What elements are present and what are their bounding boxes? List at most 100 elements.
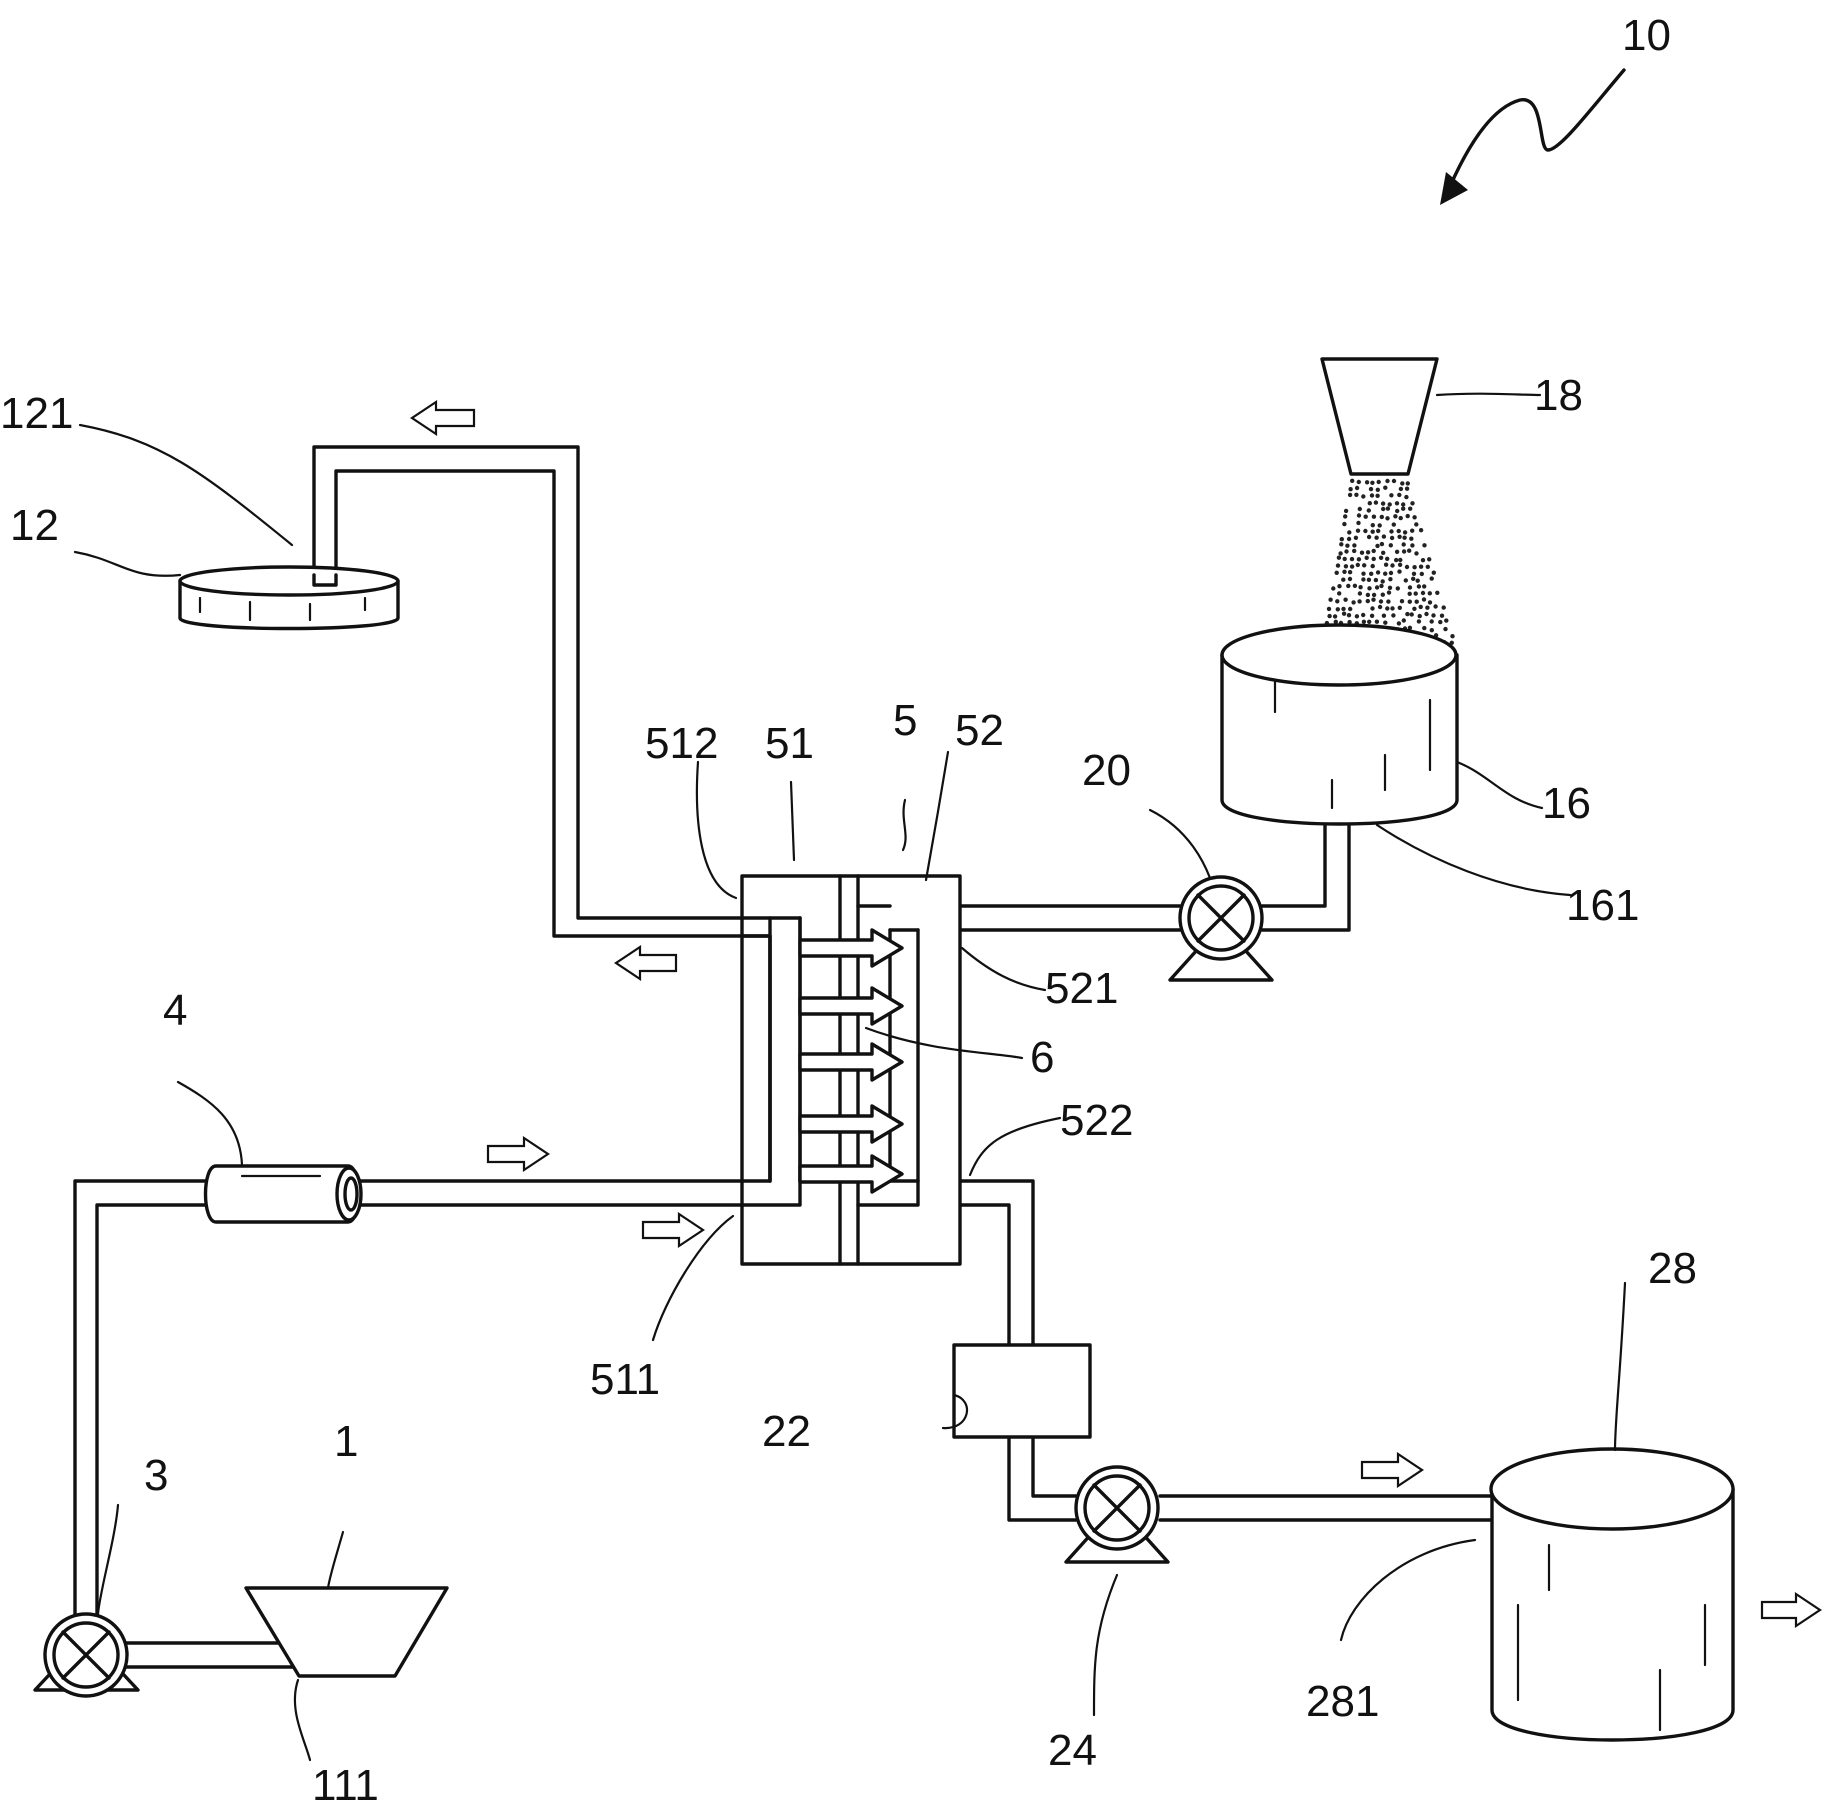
powder-particle [1412, 565, 1417, 570]
powder-particle [1366, 508, 1372, 513]
powder-particle [1416, 584, 1422, 589]
tank1-to-pump3-pipe [116, 1641, 300, 1669]
label-22: 22 [762, 1407, 811, 1456]
powder-particle [1398, 486, 1404, 492]
powder-particle [1415, 578, 1420, 583]
powder-particle [1344, 549, 1349, 554]
powder-particle [1379, 514, 1385, 520]
label-121: 121 [0, 389, 73, 438]
label-512: 512 [645, 719, 718, 768]
powder-particle [1438, 619, 1443, 625]
powder-particle [1364, 555, 1369, 560]
figure-reference-arrow [1440, 68, 1626, 205]
powder-particle [1441, 605, 1446, 610]
powder-particle [1361, 619, 1367, 624]
powder-particle [1339, 537, 1345, 542]
powder-particle [1450, 634, 1455, 639]
label-24: 24 [1048, 1726, 1097, 1775]
flow-arrow-left-icon [410, 399, 476, 437]
powder-particle [1365, 592, 1371, 598]
powder-particle [1357, 599, 1362, 604]
powder-particle [1331, 586, 1336, 591]
powder-particle [1407, 548, 1412, 553]
label-16: 16 [1542, 779, 1591, 828]
powder-particle [1369, 613, 1375, 618]
powder-particle [1341, 577, 1346, 582]
filter-4 [203, 1164, 363, 1224]
powder-particle [1335, 599, 1340, 604]
powder-particle [1375, 493, 1380, 498]
powder-particle [1371, 597, 1376, 602]
powder-particle [1390, 563, 1395, 568]
flow-arrow-right-icon [486, 1135, 550, 1173]
powder-particle [1356, 520, 1361, 526]
powder-particle [1443, 626, 1448, 632]
powder-particle [1381, 550, 1386, 555]
powder-particle [1370, 523, 1376, 528]
powder-particle [1397, 605, 1403, 610]
powder-particle [1352, 543, 1357, 548]
powder-particle [1385, 478, 1390, 484]
powder-particle [1391, 522, 1397, 527]
label-28: 28 [1648, 1244, 1697, 1293]
powder-particle [1370, 563, 1375, 569]
powder-particle [1410, 528, 1415, 533]
powder-particle [1370, 606, 1375, 611]
powder-particle [1418, 564, 1424, 569]
powder-particle [1414, 551, 1419, 556]
powder-particle [1424, 611, 1429, 617]
flow-arrow-left-icon [614, 944, 678, 982]
powder-particle [1380, 579, 1385, 584]
powder-particle [1420, 558, 1426, 563]
powder-particle [1389, 493, 1394, 498]
powder-particle [1354, 492, 1359, 497]
powder-particle [1444, 618, 1449, 623]
powder-particle [1387, 585, 1393, 590]
powder-particle [1397, 569, 1402, 574]
powder-particle [1343, 564, 1349, 569]
powder-particle [1407, 599, 1413, 604]
powder-particle [1431, 570, 1437, 575]
powder-particle [1342, 556, 1347, 562]
powder-particle [1427, 591, 1433, 596]
powder-particle [1341, 611, 1347, 616]
powder-particle [1429, 576, 1434, 581]
powder-particle [1357, 506, 1363, 512]
powder-particle [1399, 599, 1405, 604]
powder-particle [1343, 597, 1348, 602]
powder-particle [1378, 599, 1384, 604]
powder-particle [1386, 590, 1392, 595]
powder-particle [1342, 569, 1347, 574]
powder-particle [1381, 506, 1386, 512]
powder-particle [1383, 485, 1388, 490]
powder-particle [1429, 628, 1435, 633]
powder-particle [1375, 543, 1380, 549]
powder-particle [1364, 480, 1370, 485]
powder-particle [1354, 614, 1360, 619]
powder-particle [1383, 620, 1388, 625]
powder-particle [1420, 590, 1426, 596]
powder-particle [1397, 492, 1402, 498]
powder-particle [1416, 619, 1422, 624]
powder-particle [1427, 557, 1432, 562]
powder-particle [1411, 571, 1417, 576]
powder-particle [1361, 577, 1366, 582]
powder-particle [1369, 493, 1375, 498]
feed-pipe [73, 1179, 744, 1636]
powder-particle [1352, 548, 1357, 554]
powder-particle [1339, 542, 1344, 547]
mixing-tank-16 [1220, 623, 1459, 826]
powder-particle [1391, 613, 1396, 618]
reservoir-12 [178, 565, 400, 631]
powder-particle [1375, 570, 1381, 575]
powder-particle [1367, 501, 1373, 506]
label-12: 12 [10, 501, 59, 550]
pump-24 [1064, 1465, 1170, 1564]
powder-particle [1417, 613, 1422, 619]
powder-particle [1401, 549, 1407, 554]
powder-particle [1401, 618, 1407, 623]
powder-particle [1376, 479, 1381, 485]
powder-particle [1425, 605, 1430, 610]
powder-particle [1350, 478, 1355, 483]
pump-3 [33, 1612, 140, 1698]
